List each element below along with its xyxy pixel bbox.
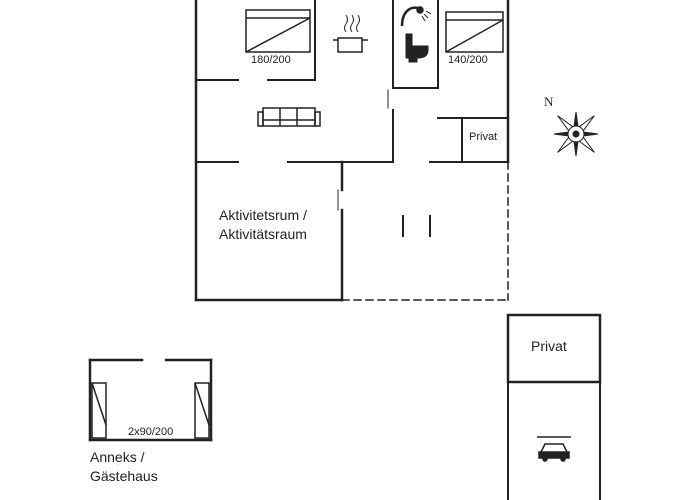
annex-label-line1: Anneks / <box>90 449 145 465</box>
shower-icon <box>400 6 432 27</box>
activity-room-label-line2: Aktivitätsraum <box>219 226 307 242</box>
compass-rose-icon <box>553 111 599 157</box>
bed-icon <box>245 9 311 53</box>
annex-label: Anneks / Gästehaus <box>90 448 158 486</box>
main-house-walls <box>194 0 510 302</box>
car-icon <box>537 436 571 462</box>
interior-walls <box>195 0 509 237</box>
cooking-pot-icon <box>333 14 368 53</box>
parking-area <box>507 381 601 500</box>
north-label: N <box>544 94 554 109</box>
annex-bed-label: 2x90/200 <box>128 426 174 438</box>
window-marks <box>337 89 389 211</box>
sofa-icon <box>257 107 321 127</box>
bed-icon <box>91 382 210 439</box>
privat-room-label: Privat <box>469 131 498 143</box>
bed-icon <box>445 11 504 53</box>
privat-outdoor-box <box>506 313 602 384</box>
toilet-icon <box>405 33 429 63</box>
terrace-outline <box>341 161 509 301</box>
activity-room-label: Aktivitetsrum / Aktivitätsraum <box>219 206 307 244</box>
annex-label-line2: Gästehaus <box>90 468 158 484</box>
privat-outdoor-label: Privat <box>531 338 567 354</box>
activity-room-label-line1: Aktivitetsrum / <box>219 207 307 223</box>
bed-size-label: 140/200 <box>448 54 488 66</box>
bed-size-label: 180/200 <box>251 54 291 66</box>
annex-walls <box>88 358 213 442</box>
